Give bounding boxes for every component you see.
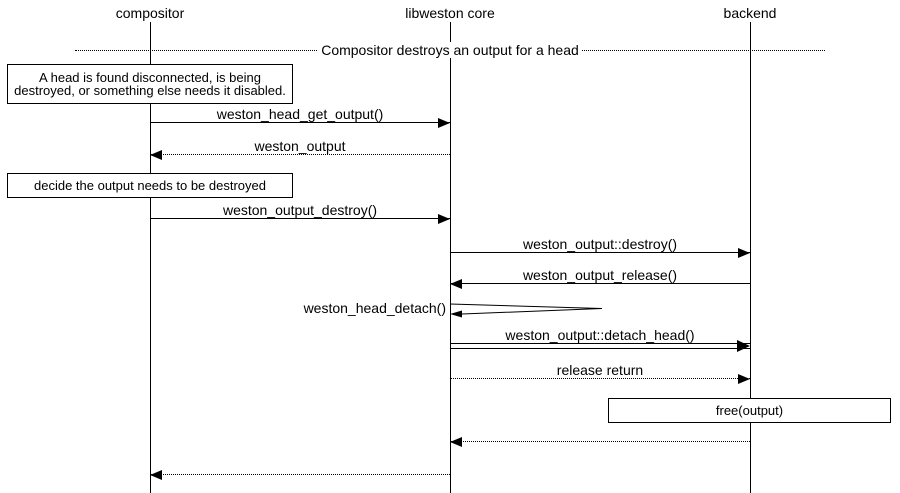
message-line (150, 118, 450, 128)
note-decide-destroy: decide the output needs to be destroyed (7, 173, 293, 198)
message-label-weston-head-detach: weston_head_detach() (303, 300, 446, 316)
message-line (450, 340, 750, 352)
message-return-to-compositor (150, 470, 450, 480)
message-weston-output-destroy-vfunc: weston_output::destroy() (450, 236, 750, 258)
message-weston-head-get-output: weston_head_get_output() (150, 106, 450, 128)
note-text: free(output) (715, 403, 784, 418)
message-line (450, 437, 750, 447)
message-label: weston_output_release() (522, 267, 678, 283)
divider-label-text: Compositor destroys an output for a head (318, 42, 582, 58)
lifeline-compositor (150, 22, 151, 493)
message-label: weston_output::detach_head() (505, 327, 695, 343)
message-label: weston_head_get_output() (216, 106, 384, 122)
participant-label-libweston-core: libweston core (405, 5, 495, 21)
arrowhead-right-icon (438, 118, 450, 128)
message-weston-output-return: weston_output (150, 138, 450, 160)
note-free-output: free(output) (608, 398, 891, 423)
arrowhead-right-icon (438, 214, 450, 224)
note-text: A head is found disconnected, is being d… (14, 70, 286, 98)
message-weston-output-detach-head: weston_output::detach_head() (450, 327, 750, 352)
self-message-loop (450, 303, 603, 318)
message-line (450, 248, 750, 258)
message-line (150, 470, 450, 480)
participant-label-backend: backend (723, 5, 777, 21)
lifeline-backend (750, 22, 751, 493)
lifeline-libweston-core (450, 22, 451, 493)
message-weston-output-release: weston_output_release() (450, 267, 750, 289)
arrowhead-left-icon (150, 470, 162, 480)
message-line (450, 374, 750, 384)
arrowhead-left-icon (150, 150, 162, 160)
arrowhead-left-icon (450, 437, 462, 447)
message-line (150, 150, 450, 160)
arrowhead-right-icon (737, 340, 750, 352)
arrowhead-right-icon (738, 248, 750, 258)
arrowhead-left-icon (450, 279, 462, 289)
message-label: weston_output::destroy() (522, 236, 678, 252)
message-release-return: release return (450, 362, 750, 384)
message-line (450, 279, 750, 289)
message-label: weston_output_destroy() (222, 202, 378, 218)
note-text: decide the output needs to be destroyed (33, 178, 266, 193)
divider-label: Compositor destroys an output for a head (0, 42, 900, 58)
message-line (150, 214, 450, 224)
message-return-to-libweston (450, 437, 750, 447)
message-weston-output-destroy: weston_output_destroy() (150, 202, 450, 224)
message-label: weston_output (254, 138, 346, 154)
message-label: release return (556, 362, 644, 378)
participant-label-compositor: compositor (115, 5, 185, 21)
note-head-disconnected: A head is found disconnected, is being d… (7, 64, 293, 104)
arrowhead-left-icon (450, 310, 462, 318)
arrowhead-right-icon (738, 374, 750, 384)
